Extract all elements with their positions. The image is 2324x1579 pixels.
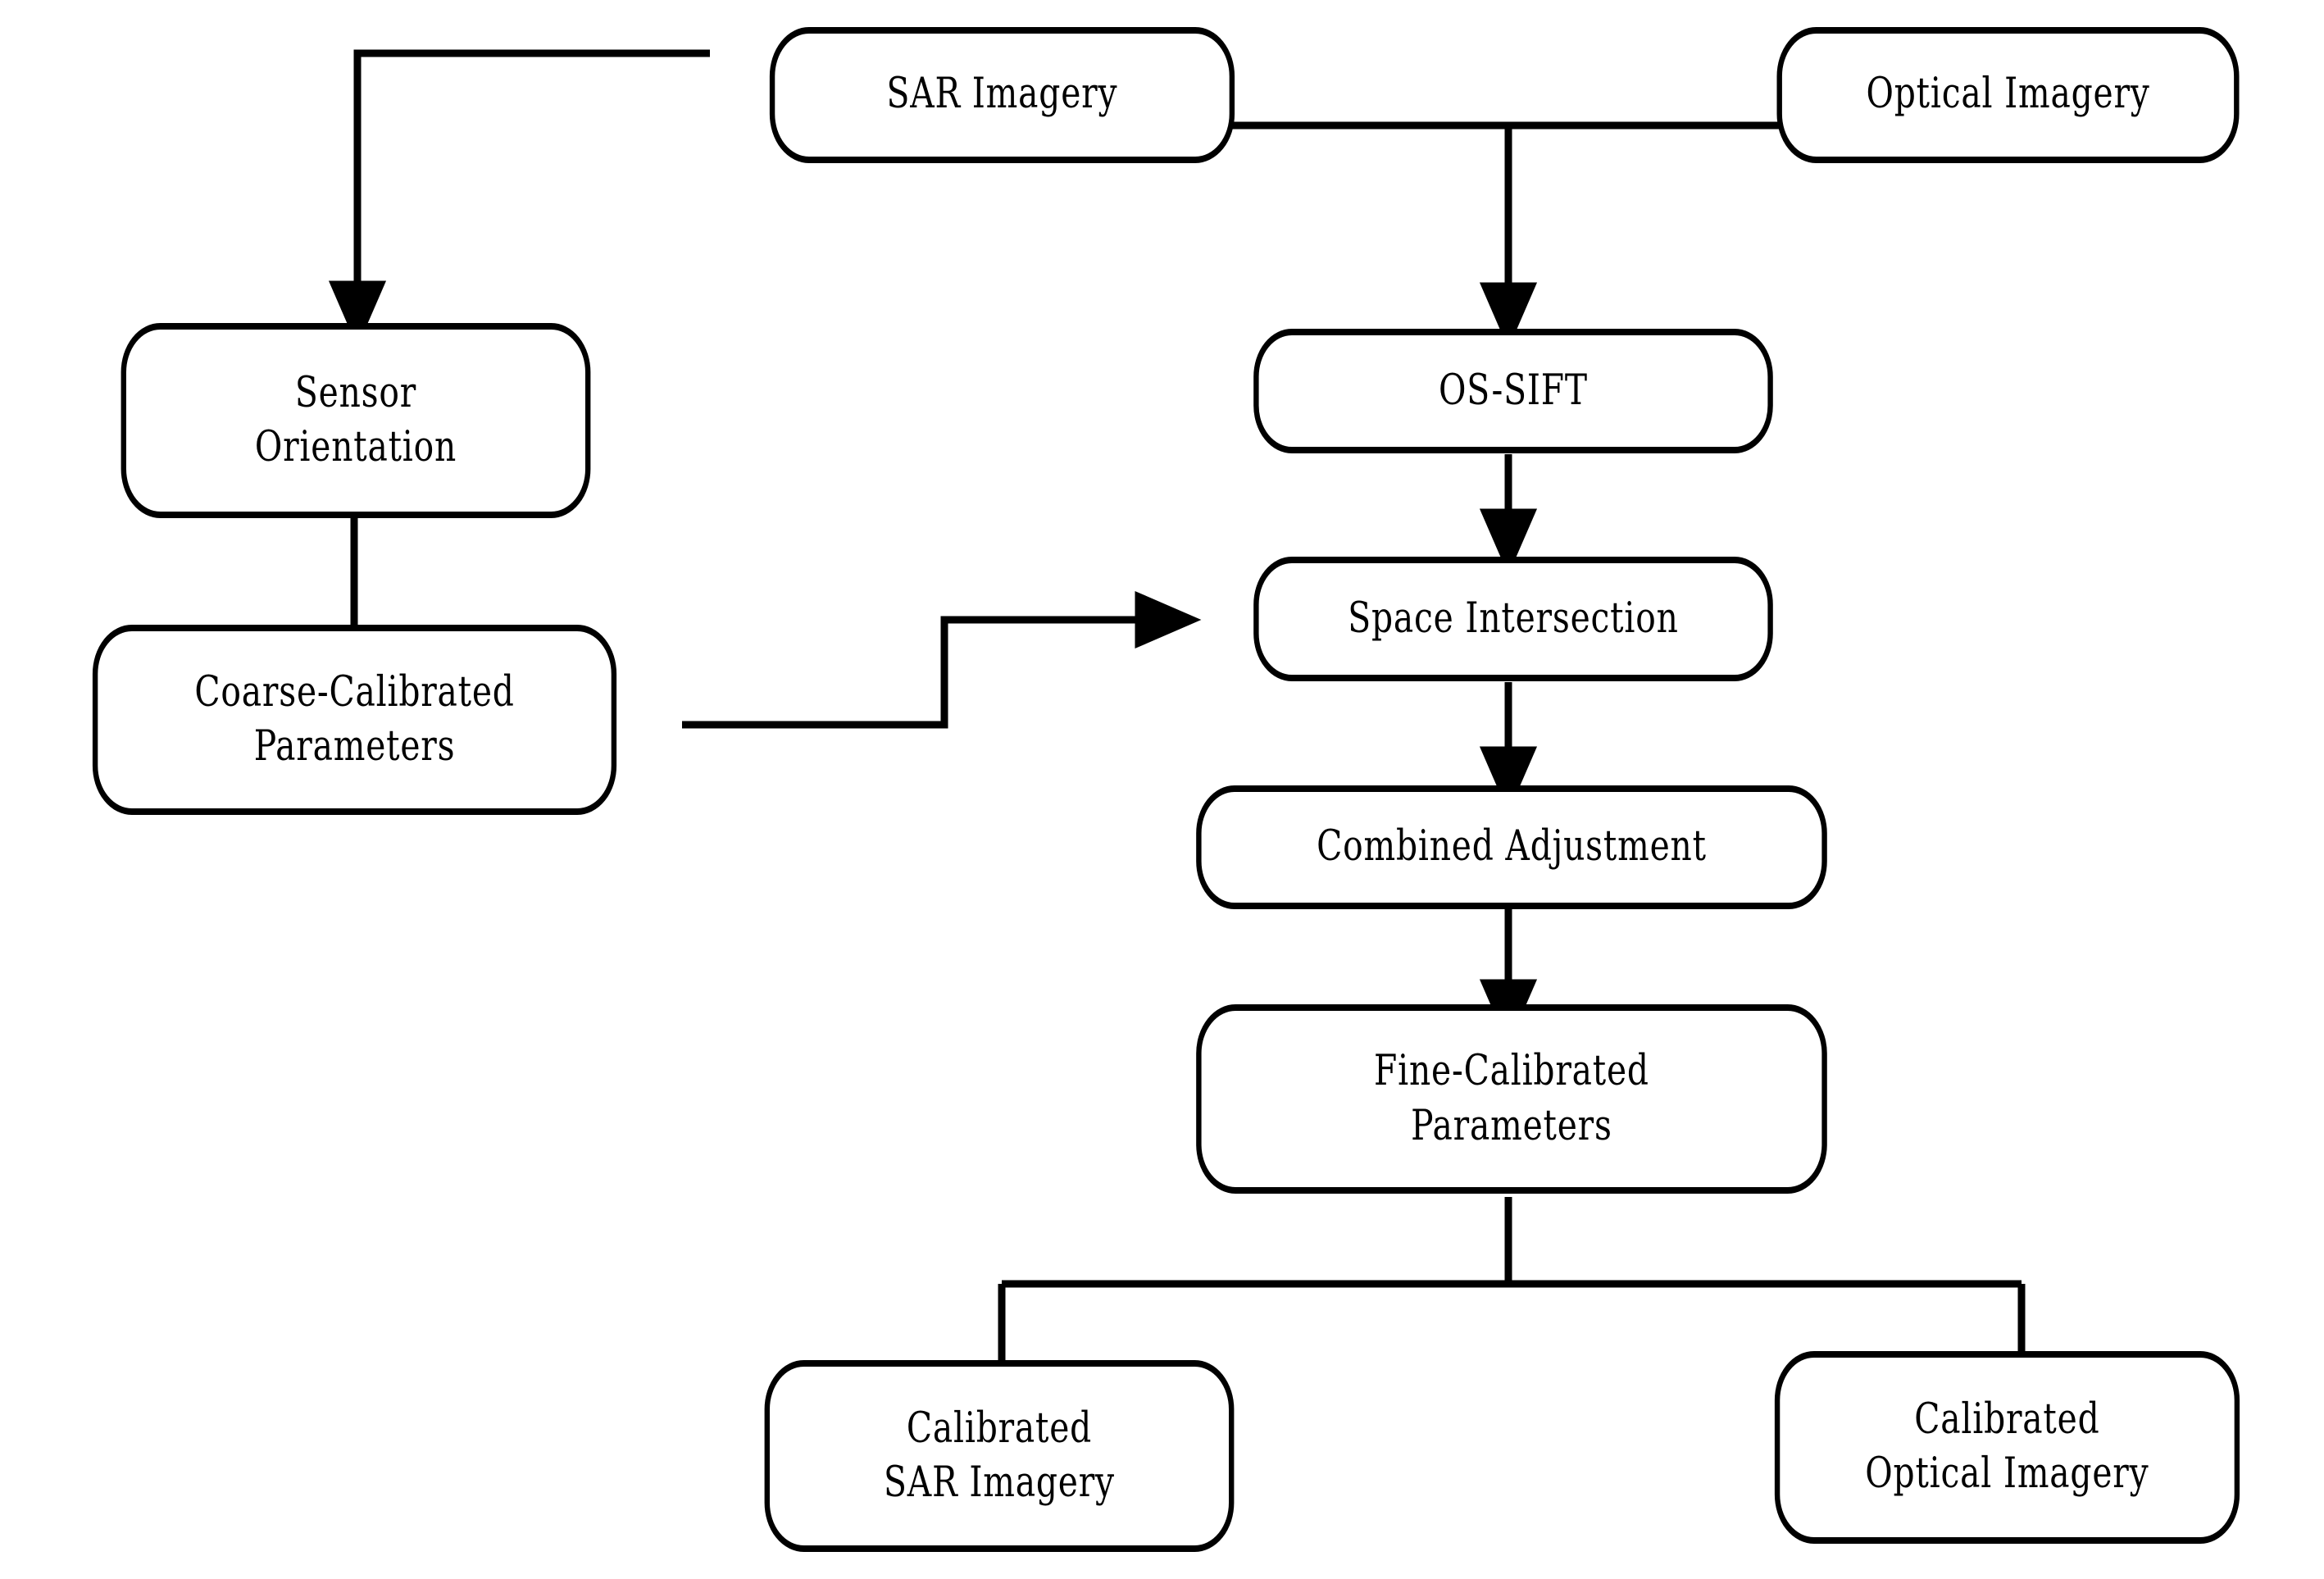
node-space_intersection: Space Intersection	[1253, 557, 1773, 682]
node-label-sar_imagery: SAR Imagery	[886, 70, 1118, 119]
node-sar_imagery: SAR Imagery	[769, 26, 1235, 163]
edge-coarse-to-space	[682, 590, 1202, 729]
node-label-sensor_orientation: Sensor Orientation	[254, 368, 457, 472]
node-optical_imagery: Optical Imagery	[1776, 26, 2240, 163]
node-calibrated_optical: Calibrated Optical Imagery	[1774, 1350, 2240, 1544]
node-sensor_orientation: Sensor Orientation	[121, 322, 591, 519]
node-fine_parameters: Fine-Calibrated Parameters	[1196, 1003, 1827, 1194]
node-coarse_parameters: Coarse-Calibrated Parameters	[92, 625, 616, 815]
node-label-calibrated_optical: Calibrated Optical Imagery	[1865, 1395, 2149, 1499]
node-os_sift: OS-SIFT	[1253, 329, 1773, 453]
node-label-combined_adjustment: Combined Adjustment	[1317, 822, 1708, 871]
node-label-fine_parameters: Fine-Calibrated Parameters	[1374, 1047, 1650, 1150]
node-label-os_sift: OS-SIFT	[1439, 366, 1588, 415]
edge-sar-to-sensor	[328, 49, 710, 348]
node-label-space_intersection: Space Intersection	[1348, 594, 1679, 644]
node-combined_adjustment: Combined Adjustment	[1196, 785, 1827, 910]
node-label-coarse_parameters: Coarse-Calibrated Parameters	[193, 667, 515, 771]
node-label-calibrated_sar: Calibrated SAR Imagery	[883, 1404, 1115, 1508]
node-label-optical_imagery: Optical Imagery	[1866, 70, 2150, 119]
node-calibrated_sar: Calibrated SAR Imagery	[764, 1359, 1234, 1553]
